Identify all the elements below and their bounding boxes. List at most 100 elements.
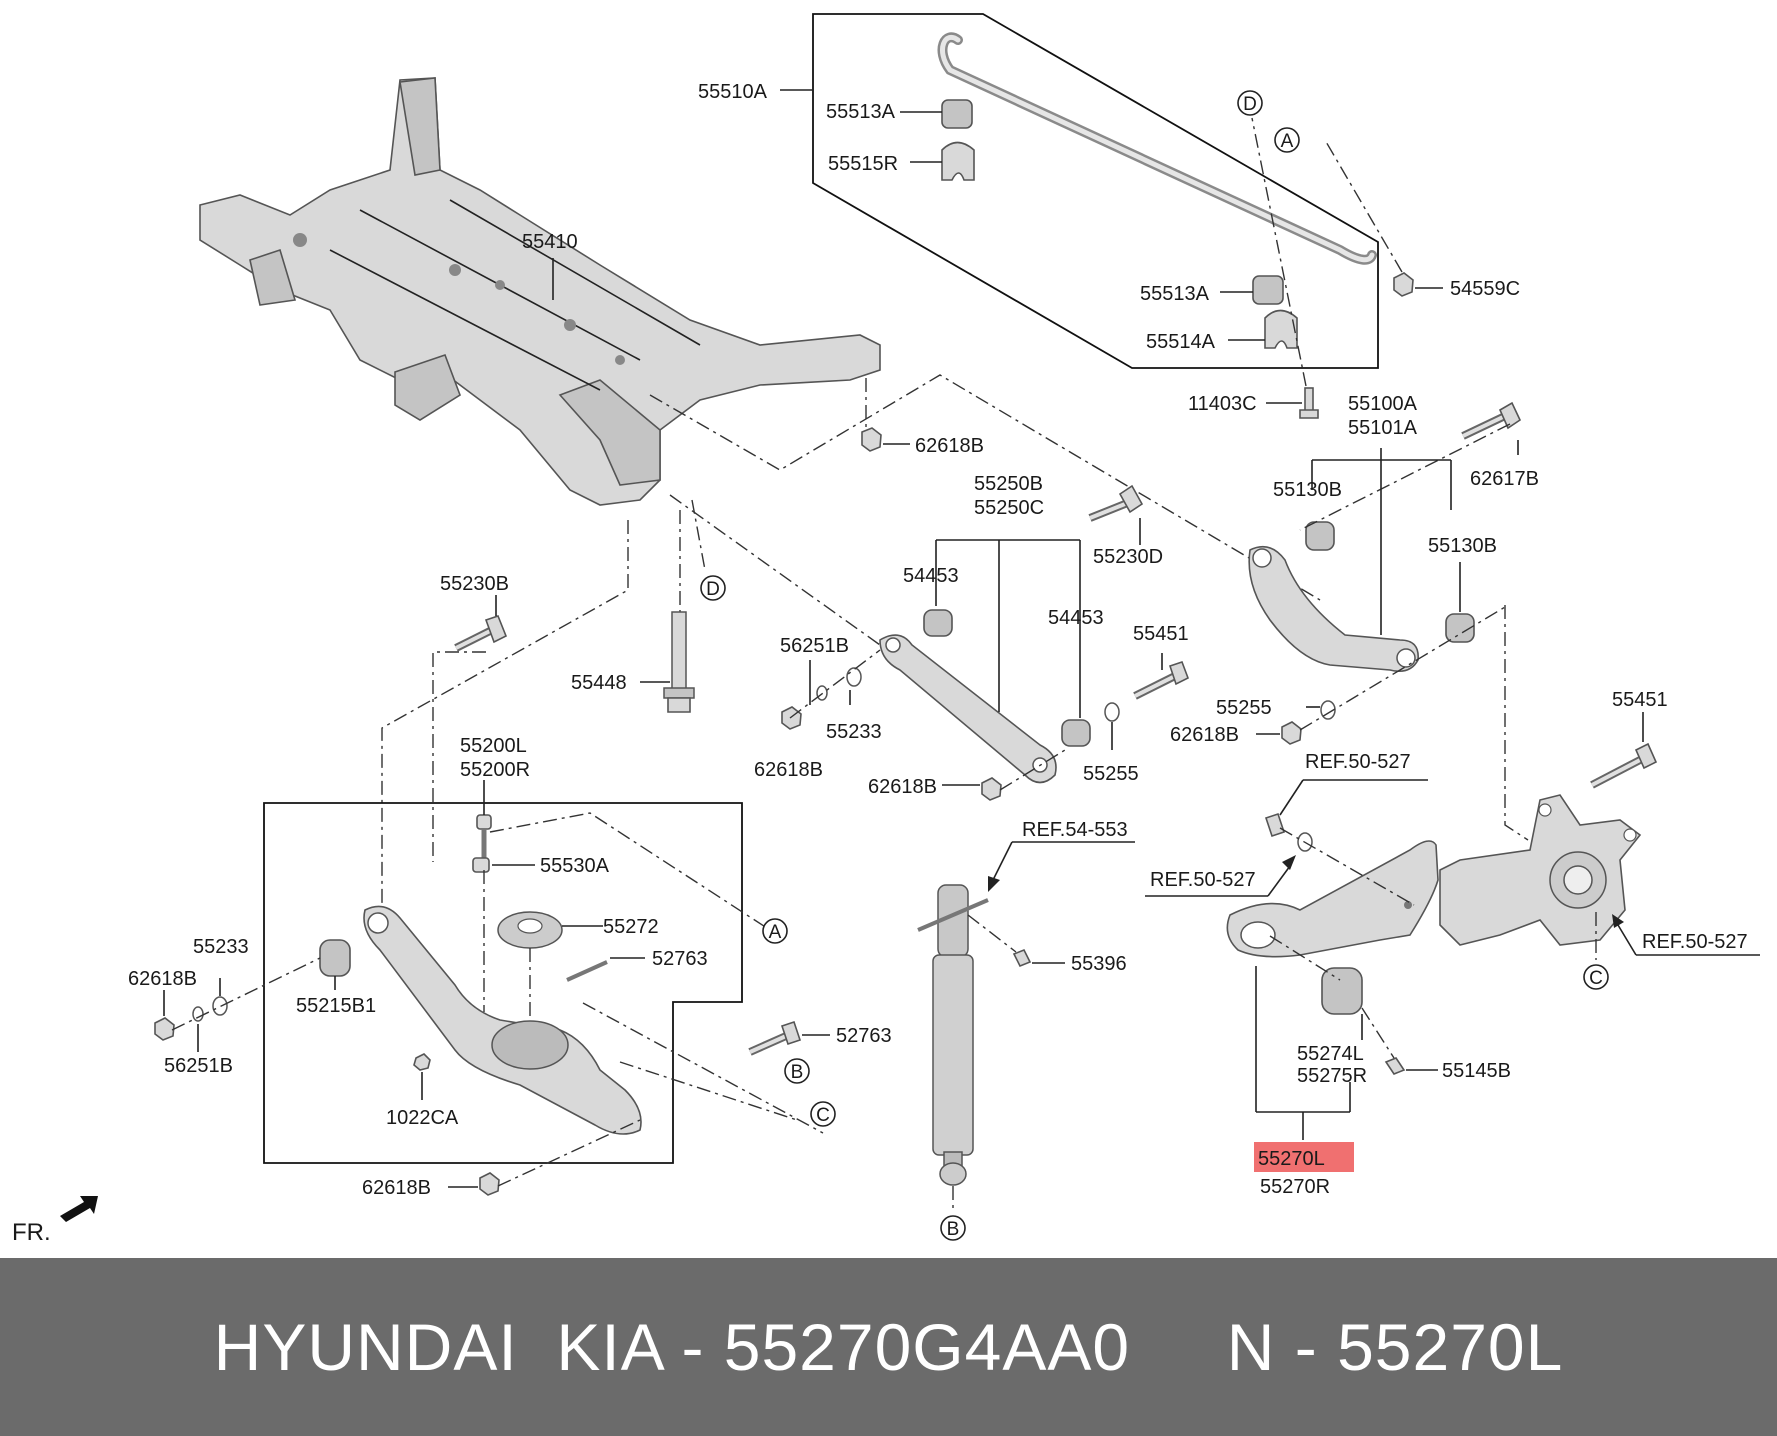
- label-56251B-b: 56251B: [164, 1055, 233, 1077]
- label-62618B-e: 62618B: [128, 968, 197, 990]
- label-55410: 55410: [522, 231, 578, 253]
- nut-62618B-e: [154, 1017, 175, 1041]
- label-55272: 55272: [603, 916, 659, 938]
- stabilizer-bar-group: [780, 13, 1443, 419]
- control-arm-55250B: [781, 484, 1190, 801]
- washer-56251B-b: [192, 1006, 204, 1022]
- label-62618B-b: 62618B: [754, 759, 823, 781]
- washer-55233-a: [846, 667, 862, 687]
- shock-absorber: [917, 841, 1135, 1210]
- label-54559C: 54559C: [1450, 278, 1520, 300]
- label-55451-b: 55451: [1612, 689, 1668, 711]
- nut-62618B-a: [861, 427, 882, 452]
- label-55145B: 55145B: [1442, 1060, 1511, 1082]
- lower-arm-box: [263, 802, 743, 1164]
- svg-text:B: B: [791, 1062, 804, 1083]
- ref-50-527-right: REF.50-527: [1642, 931, 1748, 953]
- stabilizer-link-55530A: [476, 814, 492, 830]
- footer-part-number: HYUNDAI KIA - 55270G4AA0 N - 55270L: [213, 1310, 1564, 1384]
- label-54453-a: 54453: [903, 565, 959, 587]
- label-11403C: 11403C: [1188, 393, 1257, 415]
- ref-50-527-upper: REF.50-527: [1305, 751, 1411, 773]
- front-indicator: FR.: [12, 1196, 98, 1246]
- nut-1022CA: [413, 1053, 431, 1071]
- label-55230B: 55230B: [440, 573, 509, 595]
- svg-text:D: D: [706, 579, 720, 600]
- footer-bar: [0, 1258, 1777, 1436]
- label-55274L: 55274L: [1297, 1043, 1364, 1065]
- label-62618B-d: 62618B: [1170, 724, 1239, 746]
- label-55255-b: 55255: [1083, 763, 1139, 785]
- marker-D-mid: D: [700, 575, 726, 601]
- nut-62618B-b: [781, 706, 802, 730]
- label-55233-a: 55233: [826, 721, 882, 743]
- label-55250C: 55250C: [974, 497, 1044, 519]
- label-55514A: 55514A: [1146, 331, 1216, 353]
- label-54453-b: 54453: [1048, 607, 1104, 629]
- label-55233-b: 55233: [193, 936, 249, 958]
- bolt-11403C: [1304, 387, 1314, 413]
- front-label: FR.: [12, 1219, 51, 1246]
- bolt-55396: [1012, 948, 1032, 968]
- marker-C-mid: C: [810, 1101, 836, 1127]
- label-55215B1: 55215B1: [296, 995, 376, 1017]
- nut-62618B-c: [981, 777, 1002, 801]
- label-55515R: 55515R: [828, 153, 898, 175]
- label-55275R: 55275R: [1297, 1065, 1367, 1087]
- label-55451-a: 55451: [1133, 623, 1189, 645]
- bracket-55515R: [941, 141, 975, 181]
- label-55396: 55396: [1071, 953, 1127, 975]
- highlight-55270L: [1254, 1142, 1354, 1172]
- crossmember-55410: [199, 77, 881, 506]
- label-55270R: 55270R: [1260, 1176, 1330, 1198]
- washer-55233-b: [212, 996, 228, 1016]
- marker-B-mid: B: [784, 1058, 810, 1084]
- upper-arm-55100A: [1248, 401, 1522, 745]
- marker-B-bottom: B: [940, 1215, 966, 1241]
- svg-text:D: D: [1243, 94, 1257, 115]
- part-labels: 55510A 55513A 55515R 55513A 55514A 54559…: [128, 81, 1668, 1199]
- bolt-62617B: [1498, 401, 1522, 430]
- bolt-55451-a: [1168, 660, 1190, 686]
- label-55130B-b: 55130B: [1428, 535, 1497, 557]
- label-52763-b: 52763: [836, 1025, 892, 1047]
- trailing-arm-55270L: [1145, 779, 1439, 1140]
- label-56251B-a: 56251B: [780, 635, 849, 657]
- bushing-55513A-top: [941, 99, 973, 129]
- label-62618B-f: 62618B: [362, 1177, 431, 1199]
- marker-A-mid: A: [762, 918, 788, 944]
- bolt-55230B: [484, 615, 508, 644]
- label-55513A-top: 55513A: [826, 101, 896, 123]
- label-55255-a: 55255: [1216, 697, 1272, 719]
- bolt-55448: [663, 611, 695, 713]
- label-62617B: 62617B: [1470, 468, 1539, 490]
- bolt-55451-b: [1634, 742, 1658, 770]
- label-55130B-a: 55130B: [1273, 479, 1342, 501]
- label-62618B-a: 62618B: [915, 435, 984, 457]
- svg-text:A: A: [1281, 131, 1294, 152]
- label-55101A: 55101A: [1348, 417, 1418, 439]
- label-55510A: 55510A: [698, 81, 768, 103]
- bushing-54453-a: [923, 609, 953, 637]
- knuckle: [1439, 605, 1760, 960]
- washer-55255-b: [1104, 702, 1120, 722]
- label-55230D: 55230D: [1093, 546, 1163, 568]
- svg-text:C: C: [1589, 968, 1603, 989]
- ref-50-527-left: REF.50-527: [1150, 869, 1256, 891]
- front-arrow-icon: [60, 1196, 98, 1222]
- label-55100A: 55100A: [1348, 393, 1418, 415]
- bolt-55145B: [1384, 1057, 1406, 1075]
- bushing-55130B-b: [1445, 613, 1475, 643]
- label-1022CA: 1022CA: [386, 1107, 459, 1129]
- lower-arm-55200L: [154, 780, 830, 1196]
- svg-text:A: A: [769, 922, 782, 943]
- bushing-55215B1: [319, 939, 351, 977]
- bushing-55274L: [1321, 967, 1363, 1015]
- label-55200L: 55200L: [460, 735, 527, 757]
- bushing-55130B-a: [1305, 521, 1335, 551]
- nut-62618B-d: [1281, 721, 1302, 745]
- marker-C-right: C: [1583, 964, 1609, 990]
- reference-labels: REF.54-553 REF.50-527 REF.50-527 REF.50-…: [1022, 751, 1748, 953]
- label-55270L: 55270L: [1258, 1148, 1325, 1170]
